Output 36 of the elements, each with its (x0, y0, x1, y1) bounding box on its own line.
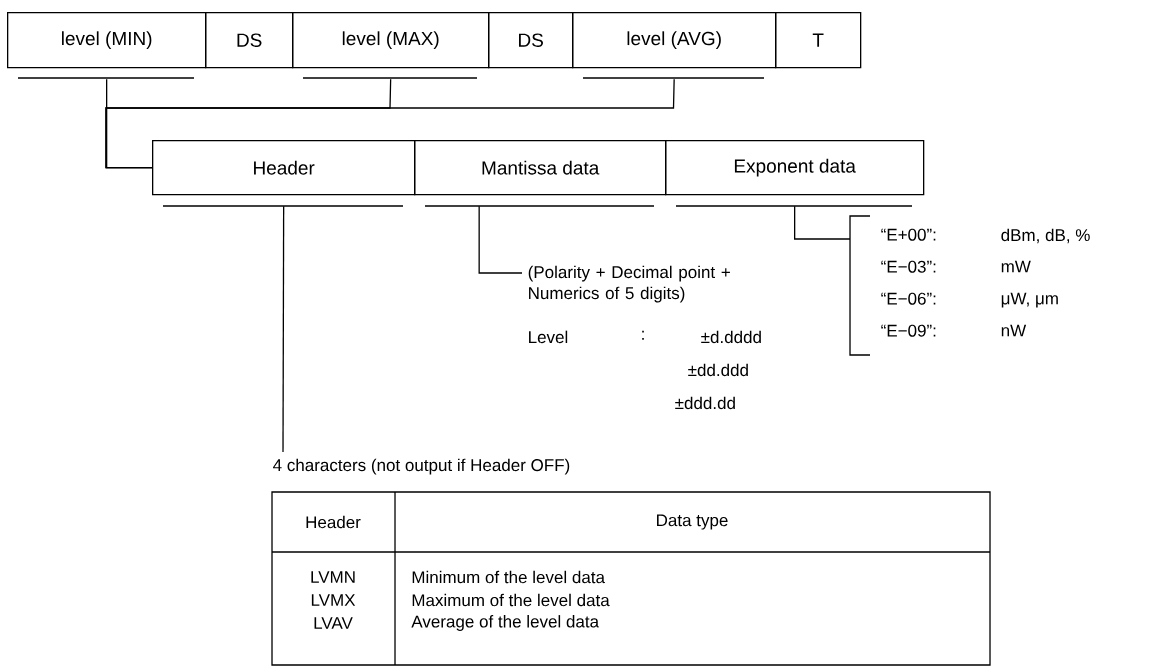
connector-line (282, 205, 285, 453)
field-box: DS (205, 12, 294, 69)
connector-line (478, 205, 523, 274)
field-box: DS (488, 12, 574, 69)
exponent-code: “E−03”: (881, 260, 936, 273)
unit-text: mW (1001, 260, 1031, 273)
header-code: LVMX (311, 594, 356, 606)
format-text: : (642, 330, 644, 340)
connector-line (105, 78, 675, 169)
unit-text: dBm, dB, % (1001, 228, 1090, 244)
field-box: level (MAX) (292, 12, 490, 69)
format-text: ±dd.ddd (688, 363, 748, 377)
description-text: Average of the level data (411, 615, 600, 631)
exponent-code: “E−09”: (881, 324, 936, 337)
field-box: Header (152, 140, 416, 196)
unit-text: μW, μm (1001, 292, 1058, 308)
description-text: Minimum of the level data (412, 570, 605, 584)
column-header: Header (306, 515, 361, 529)
exponent-code: “E+00”: (881, 228, 936, 241)
note-text: 4 characters (not output if Header OFF) (273, 458, 570, 475)
column-header: Data type (657, 514, 728, 530)
field-box: T (775, 12, 862, 69)
unit-text: nW (1001, 324, 1027, 337)
field-box: level (AVG) (572, 12, 777, 69)
format-text: Level (529, 330, 568, 344)
format-text: ±d.dddd (701, 330, 761, 344)
field-box: level (MIN) (7, 12, 207, 69)
connector-line (794, 205, 851, 240)
description-text: Maximum of the level data (412, 593, 610, 607)
exponent-code: “E−06”: (881, 292, 936, 305)
field-box: Mantissa data (414, 140, 667, 196)
format-text: ±ddd.dd (675, 396, 735, 410)
description-text: (Polarity + Decimal point + Numerics of 5 digits) (528, 265, 730, 303)
header-code: LVAV (314, 617, 353, 629)
header-code: LVMN (311, 571, 355, 583)
field-box: Exponent data (665, 140, 925, 196)
